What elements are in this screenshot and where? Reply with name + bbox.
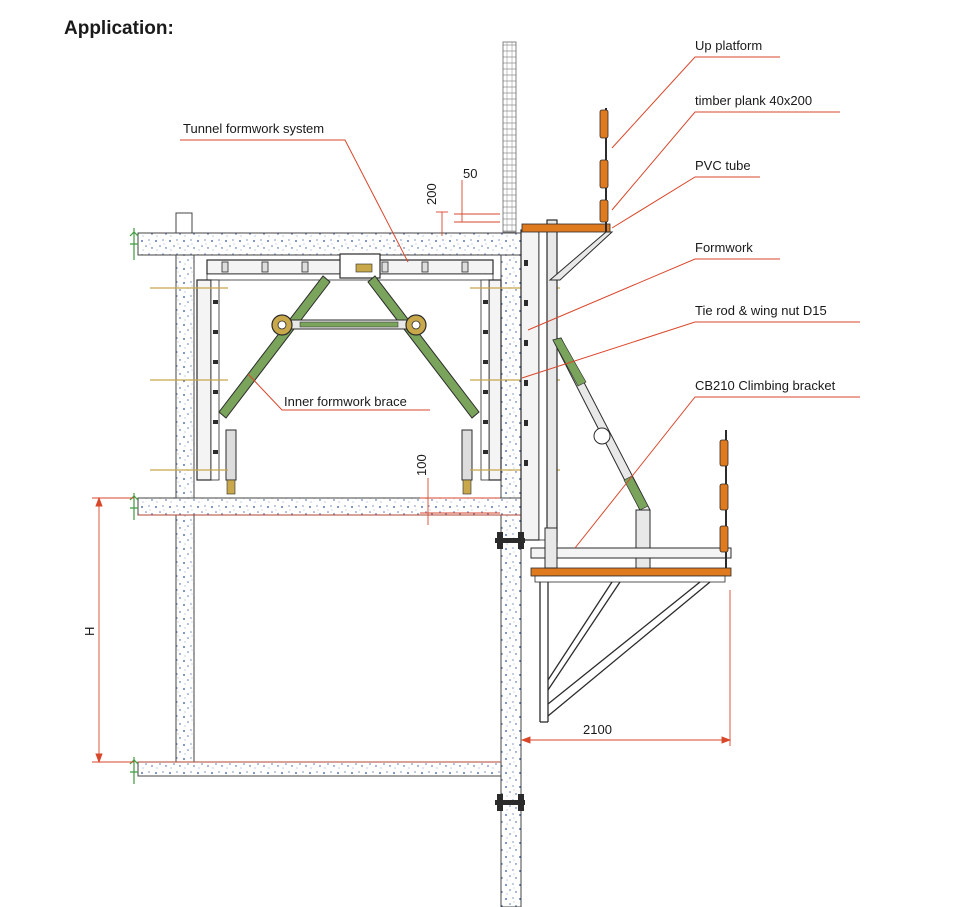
dimension-2100: 2100 xyxy=(583,722,612,737)
vertical-pole xyxy=(502,41,517,233)
level-markers xyxy=(129,228,139,784)
label-inner-brace: Inner formwork brace xyxy=(284,394,407,409)
climbing-strut xyxy=(552,337,651,571)
label-climbing-bracket: CB210 Climbing bracket xyxy=(695,378,836,393)
outer-formwork xyxy=(520,219,558,543)
dimension-50: 50 xyxy=(463,166,477,181)
concrete-structure xyxy=(137,212,522,907)
leader-lines xyxy=(180,56,860,549)
label-up-platform: Up platform xyxy=(695,38,762,53)
up-platform xyxy=(521,108,614,281)
label-tunnel-formwork: Tunnel formwork system xyxy=(183,121,324,136)
dimension-100: 100 xyxy=(414,454,429,476)
anchor-clamps xyxy=(495,532,525,811)
label-pvc-tube: PVC tube xyxy=(695,158,751,173)
label-formwork: Formwork xyxy=(695,240,753,255)
inner-formwork-brace xyxy=(218,275,480,419)
dimension-h: H xyxy=(82,627,97,636)
label-timber-plank: timber plank 40x200 xyxy=(695,93,812,108)
tunnel-formwork xyxy=(196,253,502,495)
cb210-climbing-bracket xyxy=(530,430,732,723)
label-tie-rod: Tie rod & wing nut D15 xyxy=(695,303,827,318)
dimension-lines xyxy=(92,180,732,764)
page-title: Application: xyxy=(64,18,174,39)
dimension-200: 200 xyxy=(424,183,439,205)
